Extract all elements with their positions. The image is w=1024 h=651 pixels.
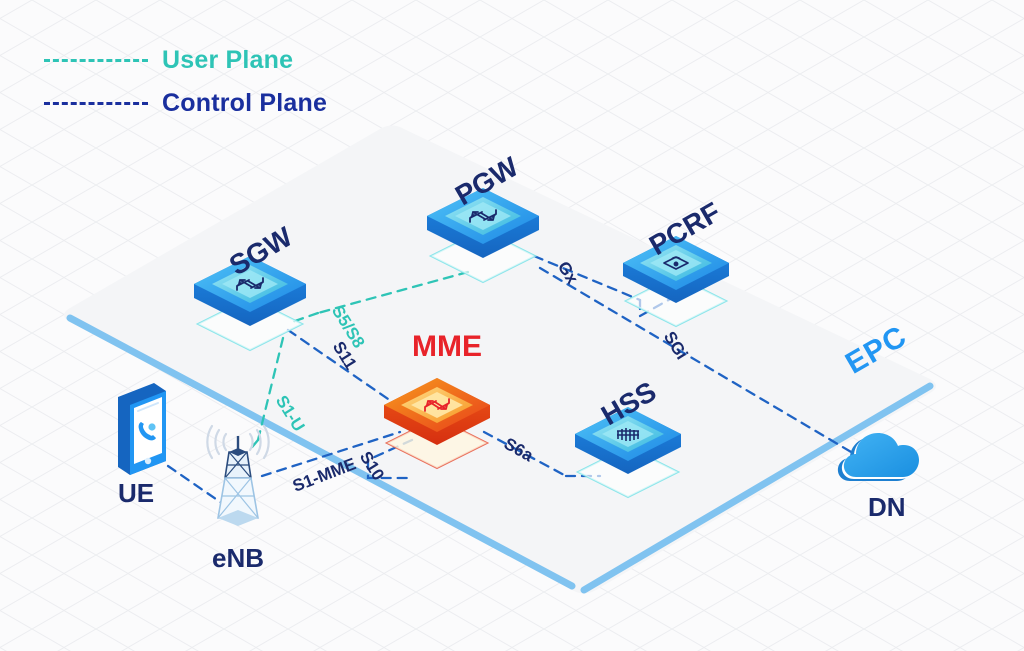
endpoint-dn-label: DN bbox=[868, 492, 906, 522]
link-s6a bbox=[482, 430, 568, 478]
dashed-line-icon bbox=[44, 59, 148, 62]
node-mme-label: MME bbox=[412, 330, 482, 363]
link-ue-enb bbox=[166, 464, 228, 508]
link-s11 bbox=[286, 328, 406, 412]
legend-item-control-plane: Control Plane bbox=[44, 89, 327, 118]
legend: User Plane Control Plane bbox=[44, 46, 327, 118]
endpoint-enb-label: eNB bbox=[212, 543, 265, 573]
endpoint-ue-label: UE bbox=[118, 478, 155, 508]
legend-label-user-plane: User Plane bbox=[162, 46, 294, 74]
link-gx bbox=[532, 254, 642, 302]
legend-item-user-plane: User Plane bbox=[44, 46, 327, 75]
link-s10 bbox=[366, 438, 414, 480]
legend-label-control-plane: Control Plane bbox=[162, 89, 328, 117]
dashed-line-icon bbox=[44, 102, 148, 105]
link-s1mme bbox=[260, 430, 402, 478]
link-sgi bbox=[538, 266, 870, 464]
